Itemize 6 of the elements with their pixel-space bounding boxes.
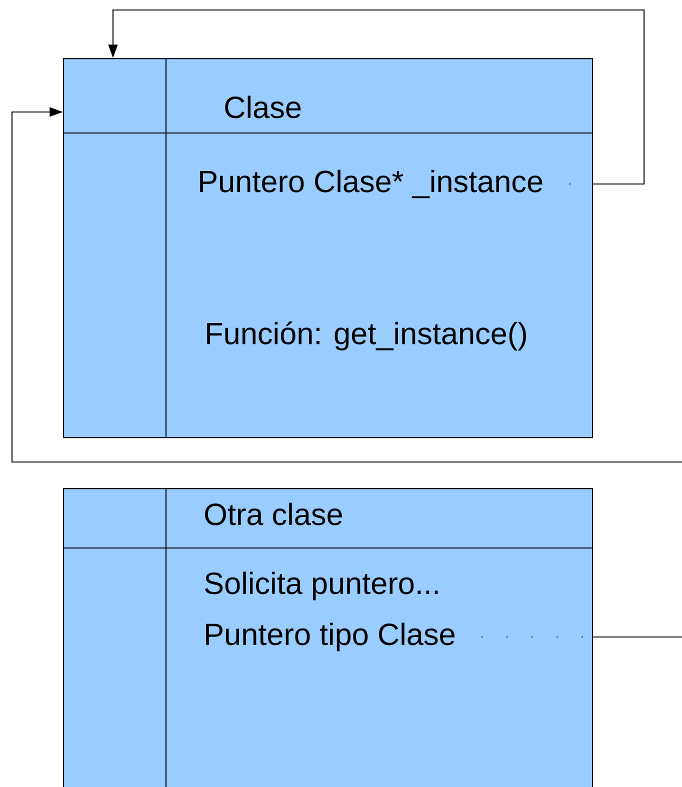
member-text: Puntero tipo Clase xyxy=(206,622,454,652)
member-text: Función: get_instance() xyxy=(207,322,526,350)
arrow xyxy=(108,9,645,185)
member-text: Solicita puntero... xyxy=(205,572,438,600)
arrow xyxy=(11,107,682,638)
member-text: Puntero Clase* _instance xyxy=(200,170,542,198)
